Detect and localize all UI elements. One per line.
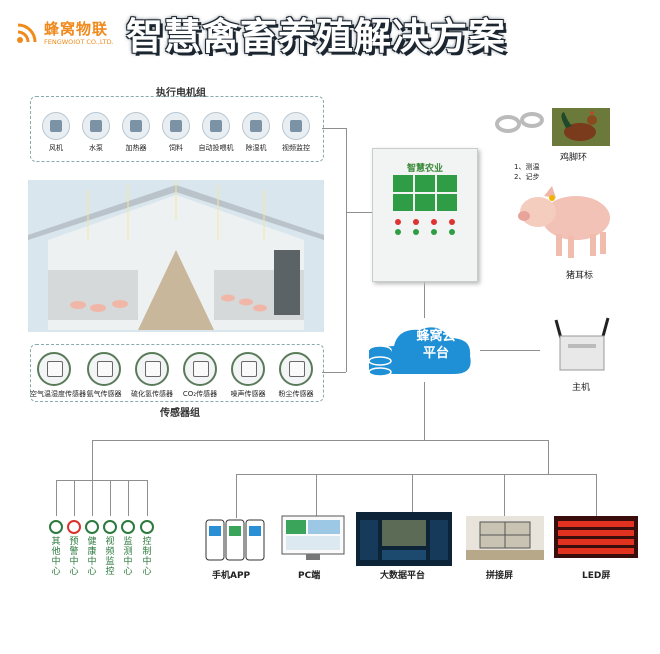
connector-line [128,480,129,516]
connector-line [596,474,597,516]
cloud-name: 蜂窝云 [416,329,456,344]
sensor-group-label: 传感器组 [156,404,204,419]
connector-line [316,474,317,518]
connector-line [322,128,346,129]
connector-line [56,480,57,516]
center-other: 其他中心 [49,520,63,577]
cloud-platform: 蜂窝云平台 [366,320,480,380]
led-screen-label: LED屏 [582,571,611,581]
connector-line [346,128,347,372]
dehumidifier-icon [242,112,270,140]
sensor-noise: 噪声传感器 [224,352,272,399]
alert-icon [67,520,81,534]
monitor-icon [121,520,135,534]
connector-line [74,480,75,516]
device-dehumidifier: 除湿机 [236,112,276,153]
big-data-platform-label: 大数据平台 [380,571,426,581]
sensor-temp-humidity: 空气温湿度传感器 [30,352,86,399]
wifi-logo-icon [17,23,37,43]
heater-icon [122,112,150,140]
connector-line [412,474,413,514]
connector-line [480,350,540,351]
gateway-host-image [554,317,610,371]
connector-line [346,212,372,213]
connector-line [236,474,237,518]
connector-line [322,372,346,373]
controller-lights-green [395,229,455,235]
connector-line [92,440,548,441]
big-data-platform-image [356,512,452,566]
chicken-ring-label: 鸡脚环 [560,153,588,163]
feeder-icon [202,112,230,140]
control-icon [140,520,154,534]
center-health: 健康中心 [85,520,99,577]
pig-note-2: 2、记步 [514,173,540,181]
device-feeder: 自动投喂机 [196,112,236,153]
sensor-dust: 粉尘传感器 [272,352,320,399]
controller-title: 智慧农业 [406,164,443,174]
noise-sensor-icon [231,352,265,386]
pc-client-image [281,515,345,560]
pig-ear-tag-label: 猪耳标 [566,271,594,281]
connector-line [504,474,505,516]
sensor-group-box [30,344,324,402]
center-monitor: 监测中心 [121,520,135,577]
center-control: 控制中心 [140,520,154,577]
brand-name: 蜂窝物联 [44,20,109,38]
device-camera: 视频监控 [276,112,316,153]
host-label: 主机 [572,383,591,393]
mobile-app-image [205,519,265,561]
device-heater: 加热器 [116,112,156,153]
pig-image [518,186,610,258]
connector-line [92,440,93,480]
gear-icon [49,520,63,534]
connector-line [92,480,93,516]
pig-note-1: 1、测温 [514,163,540,171]
controller-lights-red [395,219,455,225]
camera-icon [282,112,310,140]
co2-sensor-icon [183,352,217,386]
ammonia-sensor-icon [87,352,121,386]
sensor-co2: CO₂传感器 [176,352,224,399]
connector-line [56,480,148,481]
led-screen-image [554,516,638,558]
sensor-h2s: 硫化氢传感器 [128,352,176,399]
h2s-sensor-icon [135,352,169,386]
smart-agriculture-controller: 智慧农业 [372,148,478,282]
heart-icon [85,520,99,534]
connector-line [110,480,111,516]
center-alert: 预警中心 [67,520,81,577]
device-feed: 饲料 [156,112,196,153]
splice-screen-label: 拼接屏 [486,571,514,581]
foot-ring-icon [495,112,544,133]
connector-line [147,480,148,516]
connector-line [424,282,425,318]
device-fan: 风机 [36,112,76,153]
page-title: 智慧禽畜养殖解决方案 [126,15,506,58]
pump-icon [82,112,110,140]
device-pump: 水泵 [76,112,116,153]
cloud-subtitle: 平台 [422,346,449,361]
splice-screen-image [466,516,544,560]
motor-group-box [30,96,324,162]
connector-line [548,440,549,474]
dust-sensor-icon [279,352,313,386]
fan-icon [42,112,70,140]
camera-icon [103,520,117,534]
feed-icon [162,112,190,140]
chicken-image [552,108,610,146]
center-video: 视频监控 [103,520,117,577]
pc-client-label: PC端 [298,571,321,581]
brand-logo: 蜂窝物联 FENGWOIOT CO.,LTD. [14,14,124,54]
temp-humidity-sensor-icon [37,352,71,386]
brand-name-en: FENGWOIOT CO.,LTD. [44,38,114,46]
motor-group-label: 执行电机组 [152,84,210,99]
cloud-icon [368,327,471,377]
connector-line [424,382,425,440]
sensor-ammonia: 氨气传感器 [80,352,128,399]
mobile-app-label: 手机APP [212,571,251,581]
connector-line [236,474,596,475]
barn-illustration [28,180,324,332]
controller-screen [393,175,457,211]
